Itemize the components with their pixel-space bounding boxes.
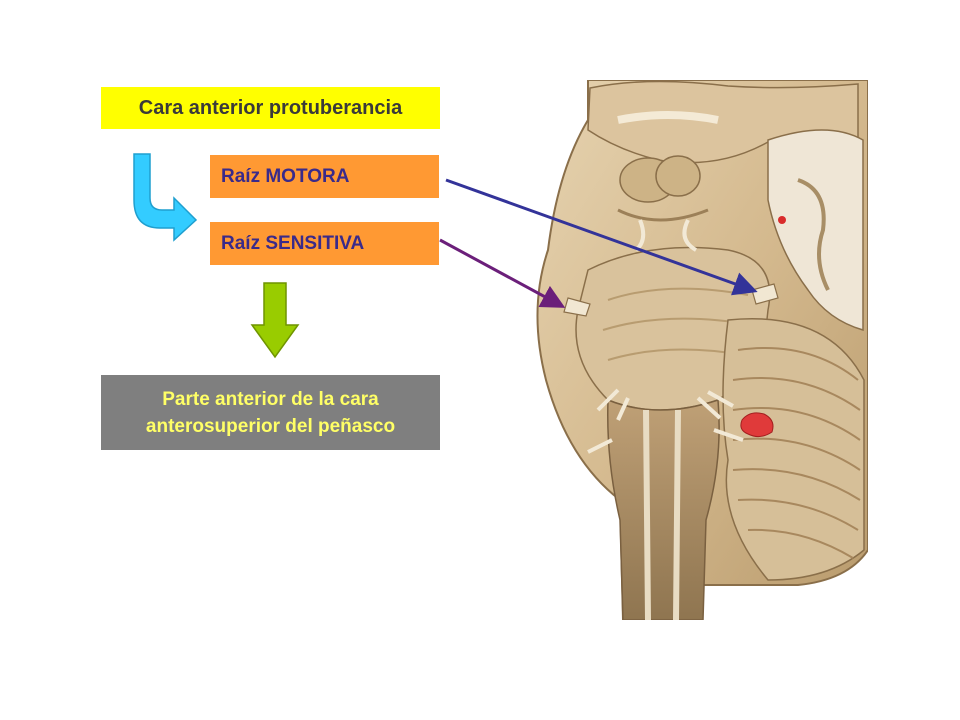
sensory-root-arrow <box>439 238 566 308</box>
medulla-pyramids <box>643 409 681 620</box>
optic-region <box>617 111 719 124</box>
cerebral-peduncle <box>617 208 709 222</box>
medulla <box>607 398 720 620</box>
curved-arrow-shape <box>133 153 198 242</box>
temporal-section <box>767 129 864 331</box>
title-box: Cara anterior protuberancia <box>101 87 440 129</box>
motor-root-arrow <box>445 178 758 296</box>
result-box: Parte anterior de la cara anterosuperior… <box>101 375 440 450</box>
motor-root-box: Raíz MOTORA <box>210 155 439 198</box>
sensory-root-label: Raíz SENSITIVA <box>221 232 365 254</box>
cerebellar-folia <box>732 347 861 559</box>
brainstem-illustration <box>536 80 868 620</box>
down-arrow-shape <box>250 282 300 359</box>
sensory-root-box: Raíz SENSITIVA <box>210 222 439 265</box>
title-text: Cara anterior protuberancia <box>138 96 403 119</box>
motor-root-label: Raíz MOTORA <box>221 165 350 187</box>
hippocampus-fold <box>797 178 830 291</box>
curved-arrow-icon <box>133 153 198 242</box>
cranial-nerve-rootlets <box>587 388 744 454</box>
result-line-2: anterosuperior del peñasco <box>145 415 396 437</box>
red-vessel-dot <box>778 216 786 224</box>
trigeminal-nerve-right <box>751 283 779 305</box>
choroid-plexus <box>740 412 774 438</box>
mammillary-body <box>655 155 701 197</box>
result-line-1: Parte anterior de la cara <box>162 388 379 410</box>
down-arrow-icon <box>250 282 300 359</box>
trigeminal-nerve-left <box>563 297 591 317</box>
